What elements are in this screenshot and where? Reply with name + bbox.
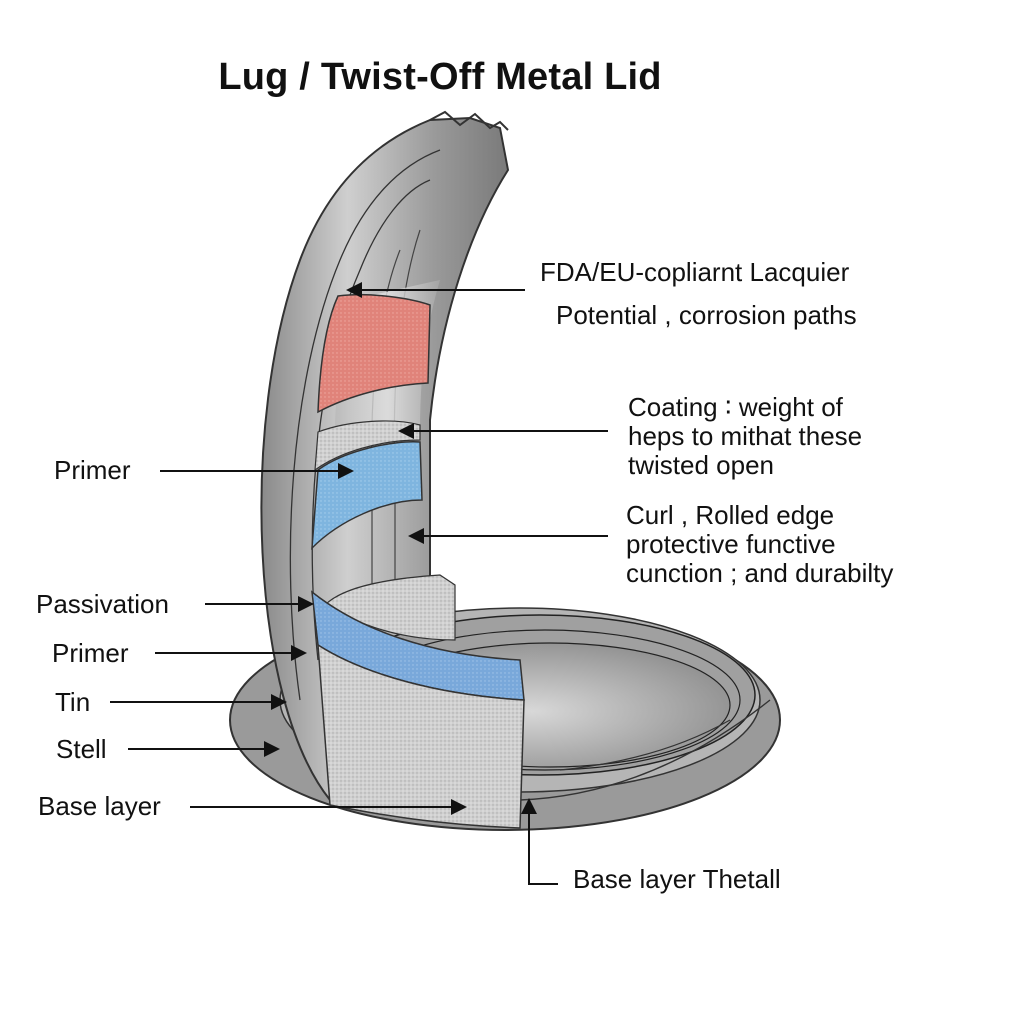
label-coating-line2: heps to mithat these bbox=[628, 421, 863, 451]
label-primer-lower: Primer bbox=[52, 638, 129, 668]
leader-base-layer-metal bbox=[521, 798, 558, 885]
label-curl-line3: cunction ; and durabilty bbox=[626, 558, 894, 588]
label-curl-line2: protective functive bbox=[626, 529, 836, 559]
label-tin: Tin bbox=[55, 687, 91, 717]
label-lacquer: FDA/EU-copliarnt Lacquier bbox=[540, 257, 850, 287]
callout-leaders bbox=[110, 282, 608, 885]
label-coating-line1: Coating ∶ weight of bbox=[628, 392, 843, 422]
lacquer-layer bbox=[317, 293, 431, 414]
label-base-layer-metal: Base layer Thetall bbox=[573, 864, 781, 894]
label-curl-line1: Curl , Rolled edge bbox=[626, 500, 835, 530]
label-coating-line3: twisted open bbox=[628, 450, 774, 480]
label-coating: Coating ∶ weight of heps to mithat these… bbox=[628, 393, 862, 480]
label-corrosion-paths: Potential , corrosion paths bbox=[556, 300, 857, 330]
base-layer-block bbox=[317, 643, 525, 829]
coating-layer bbox=[314, 420, 421, 472]
label-curl: Curl , Rolled edge protective functive c… bbox=[626, 501, 893, 588]
label-steel: Stell bbox=[56, 734, 107, 764]
label-base-layer: Base layer bbox=[38, 791, 161, 821]
diagram-title: Lug / Twist-Off Metal Lid bbox=[218, 56, 662, 98]
label-passivation: Passivation bbox=[36, 589, 169, 619]
label-primer-upper: Primer bbox=[54, 455, 131, 485]
